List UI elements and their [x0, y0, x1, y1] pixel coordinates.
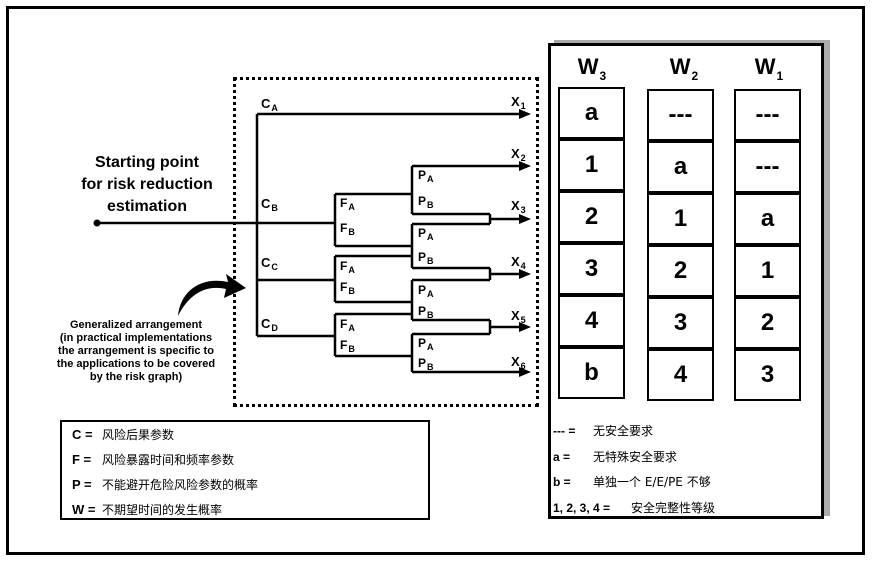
- legend-row-none: --- =无安全要求: [553, 424, 654, 438]
- p-label: PB: [418, 356, 434, 372]
- w2-cell: 3: [647, 297, 714, 349]
- curved-arrow-icon: [178, 274, 246, 316]
- f-label: FB: [340, 338, 355, 354]
- w3-cell: 4: [558, 295, 625, 347]
- w1-cell: a: [734, 193, 801, 245]
- f-label: FA: [340, 196, 355, 212]
- w3-cell: 2: [558, 191, 625, 243]
- legend-row-a: a =无特殊安全要求: [553, 450, 678, 464]
- p-label: PA: [418, 283, 434, 299]
- parameter-legend: C =风险后果参数 F =风险暴露时间和频率参数 P =不能避开危险风险参数的概…: [60, 420, 430, 520]
- w1-cell: ---: [734, 89, 801, 141]
- c-label-b: CB: [261, 196, 278, 213]
- w3-cell: a: [558, 87, 625, 139]
- w1-cell: ---: [734, 141, 801, 193]
- f-label: FB: [340, 280, 355, 296]
- w3-column: a 1 2 3 4 b: [558, 87, 625, 399]
- p-label: PB: [418, 304, 434, 320]
- x-label-4: X4: [511, 254, 526, 271]
- w2-column: --- a 1 2 3 4: [647, 89, 714, 401]
- c-label-c: CC: [261, 255, 278, 272]
- p-label: PA: [418, 336, 434, 352]
- c-label-a: CA: [261, 96, 278, 113]
- w1-column: --- --- a 1 2 3: [734, 89, 801, 401]
- w2-cell: 2: [647, 245, 714, 297]
- w1-cell: 3: [734, 349, 801, 401]
- w3-cell: 3: [558, 243, 625, 295]
- generalized-arrangement-note: Generalized arrangement (in practical im…: [56, 319, 216, 383]
- w3-header: W3: [577, 54, 607, 83]
- legend-row-w: W =不期望时间的发生概率: [72, 502, 223, 517]
- f-label: FB: [340, 221, 355, 237]
- w2-cell: a: [647, 141, 714, 193]
- x-label-6: X6: [511, 354, 526, 371]
- legend-row-sil: 1, 2, 3, 4 =安全完整性等级: [553, 501, 716, 515]
- w1-header: W1: [754, 54, 784, 83]
- w3-cell: b: [558, 347, 625, 399]
- w2-cell: 4: [647, 349, 714, 401]
- w1-cell: 2: [734, 297, 801, 349]
- outer-frame: [6, 6, 865, 555]
- w3-cell: 1: [558, 139, 625, 191]
- x-label-3: X3: [511, 198, 526, 215]
- w2-header: W2: [669, 54, 699, 83]
- legend-row-c: C =风险后果参数: [72, 427, 175, 442]
- starting-point-label: Starting point for risk reduction estima…: [81, 154, 213, 215]
- f-label: FA: [340, 317, 355, 333]
- w2-cell: ---: [647, 89, 714, 141]
- legend-row-f: F =风险暴露时间和频率参数: [72, 452, 235, 467]
- w2-cell: 1: [647, 193, 714, 245]
- x-label-2: X2: [511, 146, 526, 163]
- legend-row-p: P =不能避开危险风险参数的概率: [72, 477, 259, 492]
- legend-row-b: b =单独一个 E/E/PE 不够: [553, 475, 711, 489]
- x-label-1: X1: [511, 94, 526, 111]
- c-label-d: CD: [261, 316, 278, 333]
- generalized-arrangement-box: [233, 77, 539, 407]
- p-label: PB: [418, 250, 434, 266]
- f-label: FA: [340, 259, 355, 275]
- p-label: PA: [418, 168, 434, 184]
- x-label-5: X5: [511, 308, 526, 325]
- p-label: PA: [418, 226, 434, 242]
- w1-cell: 1: [734, 245, 801, 297]
- p-label: PB: [418, 194, 434, 210]
